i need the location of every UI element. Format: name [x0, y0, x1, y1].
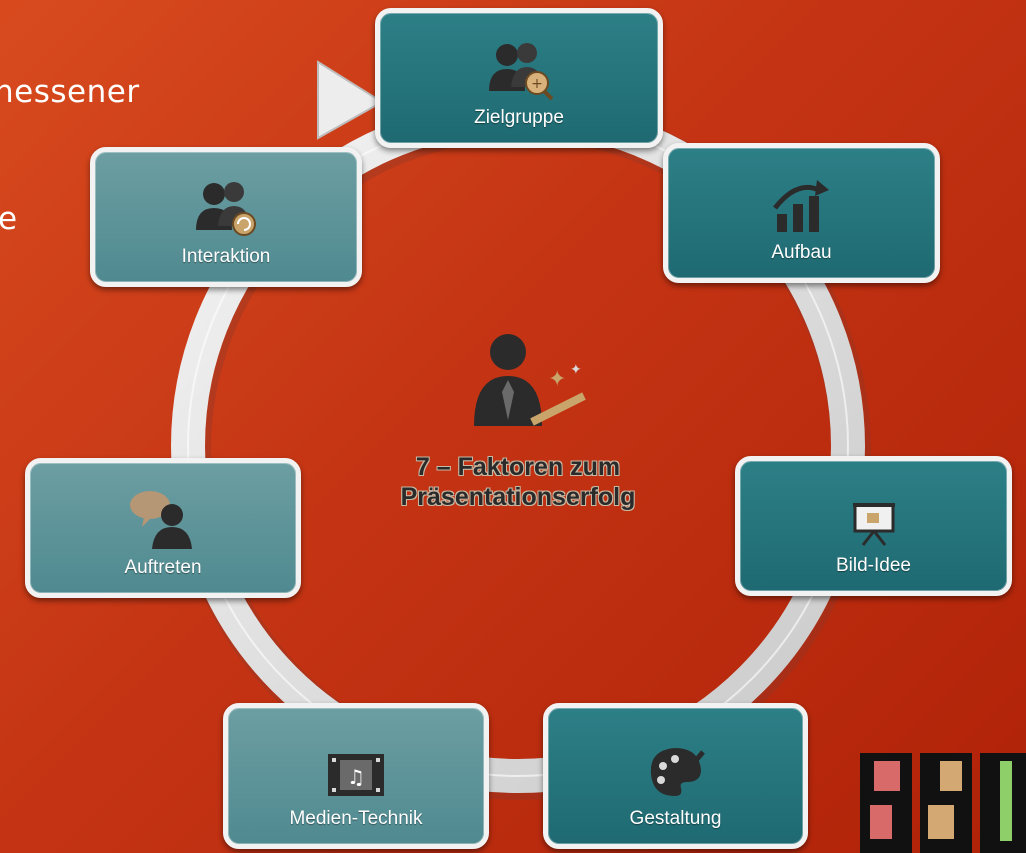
factor-card-medien-technik: ♫ Medien-Technik	[223, 703, 489, 849]
growth-chart-icon	[772, 180, 829, 232]
svg-text:✦: ✦	[548, 367, 566, 392]
factor-card-interaktion: Interaktion	[90, 147, 362, 287]
film-music-icon: ♫	[328, 754, 384, 796]
users-refresh-icon	[196, 182, 256, 236]
palette-icon	[650, 748, 705, 796]
svg-text:✦: ✦	[570, 362, 582, 378]
center-title-line-2: Präsentationserfolg	[400, 483, 636, 511]
presentation-board-icon	[852, 503, 895, 546]
cycle-arrow-head	[317, 60, 384, 140]
background-text-line-1: nessener	[0, 74, 140, 110]
speaker-bubble-icon	[130, 491, 192, 549]
background-text-line-2: e	[0, 201, 18, 237]
factor-label: Interaktion	[181, 246, 271, 267]
svg-text:♫: ♫	[347, 765, 365, 789]
logo	[860, 753, 1026, 853]
factor-card-gestaltung: Gestaltung	[543, 703, 808, 849]
factor-card-auftreten: Auftreten	[25, 458, 301, 598]
factor-label: Bild-Idee	[836, 555, 911, 576]
factor-label: Auftreten	[124, 557, 202, 578]
svg-text:+: +	[531, 76, 543, 92]
presenter-magic-wand-icon: ✦ ✦	[474, 334, 586, 426]
factor-card-aufbau: Aufbau	[663, 143, 940, 283]
factor-card-bild-idee: Bild-Idee	[735, 456, 1012, 596]
factor-card-zielgruppe: + Zielgruppe	[375, 8, 663, 148]
center-title-line-1: 7 – Faktoren zum	[415, 453, 621, 481]
users-search-icon: +	[489, 43, 554, 101]
factor-label: Medien-Technik	[289, 808, 423, 829]
center-title: 7 – Faktoren zum Präsentationserfolg	[368, 452, 668, 512]
factor-label: Aufbau	[771, 242, 832, 263]
factor-label: Zielgruppe	[474, 107, 564, 128]
factor-label: Gestaltung	[629, 808, 722, 829]
